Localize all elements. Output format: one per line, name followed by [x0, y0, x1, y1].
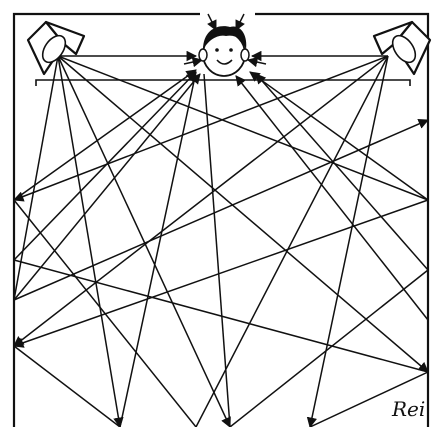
sound-ray-17: [14, 72, 196, 260]
sound-ray-3: [208, 14, 216, 30]
sound-ray-16: [14, 70, 196, 200]
sound-ray-15: [196, 56, 388, 427]
sound-ray-26: [14, 346, 120, 427]
sound-ray-5: [184, 60, 202, 64]
sound-ray-7: [14, 56, 58, 300]
artist-signature: Rei: [391, 397, 425, 421]
sound-ray-13: [310, 56, 388, 427]
listener-head-icon: [199, 26, 249, 76]
sound-ray-8: [58, 56, 120, 427]
sound-ray-23: [204, 74, 230, 427]
sound-ray-19: [256, 74, 428, 270]
sound-ray-30: [14, 200, 196, 427]
sound-ray-18: [250, 72, 428, 200]
sound-ray-21: [236, 76, 428, 320]
sound-ray-9: [58, 56, 230, 427]
sound-ray-6: [248, 60, 266, 64]
